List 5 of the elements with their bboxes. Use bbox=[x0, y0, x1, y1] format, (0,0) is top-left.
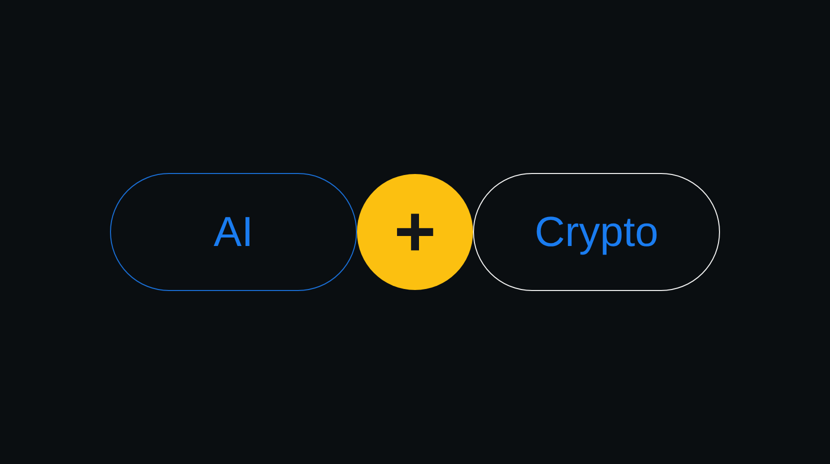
node-label: Crypto bbox=[534, 211, 658, 253]
plus-sign: + bbox=[394, 196, 436, 268]
pill-box bbox=[110, 173, 357, 291]
pill-box bbox=[473, 173, 720, 291]
node-label: AI bbox=[214, 211, 254, 253]
